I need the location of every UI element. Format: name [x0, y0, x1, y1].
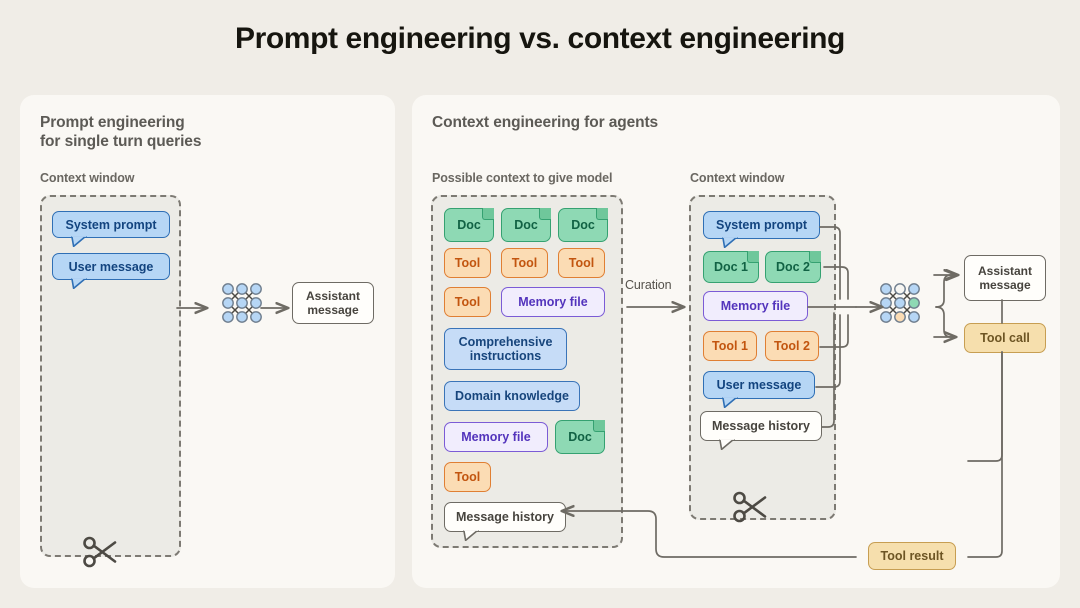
chip-label: System prompt: [716, 218, 807, 232]
chip-label: Tool call: [980, 331, 1030, 345]
chip-label: Assistant message: [305, 289, 361, 317]
message-history-bubble-possible[interactable]: Message history: [444, 502, 566, 541]
chip-system-prompt-agent[interactable]: System prompt: [703, 211, 820, 248]
right-panel-heading: Context engineering for agents: [432, 114, 659, 131]
doc1-chip[interactable]: Doc 1: [703, 251, 759, 283]
chip-label: Tool: [511, 256, 538, 270]
tool1-chip[interactable]: Tool 1: [703, 331, 757, 361]
chip-label: Domain knowledge: [455, 389, 569, 403]
tool-chip-4[interactable]: Tool: [444, 287, 491, 317]
right-context-window-label: Context window: [690, 171, 785, 185]
tool-chip-1[interactable]: Tool: [444, 248, 491, 278]
chip-label: Tool: [454, 470, 481, 484]
chip-system-prompt[interactable]: System prompt: [52, 211, 170, 247]
doc-chip-1[interactable]: Doc: [444, 208, 494, 242]
bubble-tail-icon: [71, 278, 87, 289]
chip-label: Message history: [712, 419, 810, 433]
bubble-tail-icon: [722, 397, 738, 408]
left-context-window-label: Context window: [40, 171, 135, 185]
chip-label: Tool: [568, 256, 595, 270]
left-context-window: [40, 195, 181, 557]
doc2-chip[interactable]: Doc 2: [765, 251, 821, 283]
box-assistant-message[interactable]: Assistant message: [292, 282, 374, 324]
chip-label: Doc: [514, 218, 538, 232]
chip-label: User message: [68, 259, 154, 274]
chip-label: Doc: [568, 430, 592, 444]
prompt-engineering-panel: Prompt engineering for single turn queri…: [20, 95, 395, 588]
bubble-tail-icon: [722, 237, 738, 248]
domain-knowledge-chip[interactable]: Domain knowledge: [444, 381, 580, 411]
chip-label: Tool: [454, 256, 481, 270]
chip-label: Comprehensive instructions: [458, 335, 553, 363]
box-assistant-message-agent[interactable]: Assistant message: [964, 255, 1046, 301]
doc-chip-3[interactable]: Doc: [558, 208, 608, 242]
page-title: Prompt engineering vs. context engineeri…: [235, 22, 845, 55]
chip-label: Doc 1: [713, 260, 749, 274]
box-tool-call[interactable]: Tool call: [964, 323, 1046, 353]
chip-user-message-agent[interactable]: User message: [703, 371, 815, 408]
chip-label: Doc 2: [775, 260, 811, 274]
chip-label: Assistant message: [977, 264, 1033, 292]
chip-label: Tool: [454, 295, 481, 309]
possible-context-label: Possible context to give model: [432, 171, 613, 185]
message-history-bubble-agent[interactable]: Message history: [700, 411, 822, 450]
chip-label: Memory file: [461, 430, 531, 444]
chip-label: Memory file: [518, 295, 588, 309]
bubble-tail-icon: [719, 439, 735, 450]
doc-chip-4[interactable]: Doc: [555, 420, 605, 454]
chip-label: Tool result: [880, 549, 944, 563]
tool-chip-5[interactable]: Tool: [444, 462, 491, 492]
curation-label: Curation: [625, 278, 672, 292]
memory-file-chip-agent[interactable]: Memory file: [703, 291, 808, 321]
chip-label: User message: [716, 378, 802, 392]
scissors-icon: [733, 491, 767, 523]
memory-file-chip-2[interactable]: Memory file: [444, 422, 548, 452]
neural-network-icon: [880, 283, 920, 323]
chip-label: Tool 2: [774, 339, 810, 353]
context-engineering-panel: Context engineering for agents Possible …: [412, 95, 1060, 588]
chip-label: System prompt: [65, 217, 157, 232]
bubble-tail-icon: [463, 530, 479, 541]
tool-chip-2[interactable]: Tool: [501, 248, 548, 278]
bubble-tail-icon: [71, 236, 87, 247]
tool-chip-3[interactable]: Tool: [558, 248, 605, 278]
chip-label: Message history: [456, 510, 554, 524]
chip-label: Tool 1: [712, 339, 748, 353]
doc-chip-2[interactable]: Doc: [501, 208, 551, 242]
neural-network-icon: [222, 283, 262, 323]
chip-label: Memory file: [720, 299, 791, 313]
left-panel-heading: Prompt engineering for single turn queri…: [40, 114, 202, 150]
chip-label: Doc: [571, 218, 595, 232]
memory-file-chip-1[interactable]: Memory file: [501, 287, 605, 317]
chip-label: Doc: [457, 218, 481, 232]
chip-user-message[interactable]: User message: [52, 253, 170, 289]
box-tool-result[interactable]: Tool result: [868, 542, 956, 570]
scissors-icon: [83, 536, 117, 568]
tool2-chip[interactable]: Tool 2: [765, 331, 819, 361]
comprehensive-instructions-chip[interactable]: Comprehensive instructions: [444, 328, 567, 370]
